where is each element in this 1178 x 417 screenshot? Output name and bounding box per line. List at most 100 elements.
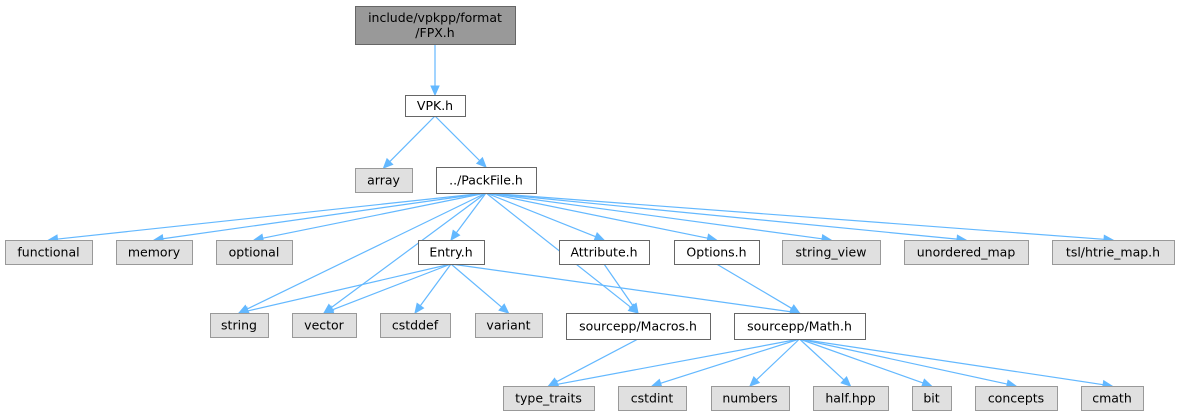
edge-line	[247, 263, 452, 312]
edge-line	[660, 338, 800, 384]
node-box	[503, 386, 595, 411]
node-box	[782, 240, 881, 265]
node-box	[1081, 386, 1144, 411]
node-label: type_traits	[515, 391, 582, 406]
node-box	[116, 240, 193, 265]
node-fpx[interactable]: include/vpkpp/format/FPX.h	[355, 6, 516, 45]
edge-line	[756, 338, 800, 381]
node-box	[904, 240, 1029, 265]
edge-fpx-to-vpk	[430, 44, 440, 97]
node-box	[711, 386, 790, 411]
node-bit: bit	[912, 386, 952, 411]
edge-arrowhead	[628, 302, 639, 315]
edge-attribute-to-macros	[603, 263, 639, 315]
edge-math-to-concepts	[799, 338, 1018, 389]
edge-vpk-to-packfile	[434, 115, 487, 168]
node-unordered_map: unordered_map	[904, 240, 1029, 265]
edge-arrowhead	[498, 303, 510, 314]
node-box	[292, 313, 357, 338]
node-optional: optional	[216, 240, 293, 265]
node-box	[355, 168, 413, 193]
node-box	[475, 313, 543, 338]
edge-line	[485, 192, 632, 308]
node-options[interactable]: Options.h	[674, 240, 760, 265]
node-label: numbers	[722, 391, 777, 406]
edge-packfile-to-string_view	[485, 192, 833, 244]
edge-entry-to-string	[237, 263, 452, 316]
edge-arrowhead	[840, 376, 852, 387]
node-label: functional	[17, 245, 79, 260]
edge-arrowhead	[593, 232, 606, 241]
node-array: array	[355, 168, 413, 193]
node-box	[618, 386, 687, 411]
edge-entry-to-variant	[450, 263, 510, 314]
node-label: sourcepp/Math.h	[747, 319, 852, 334]
dependency-edges	[47, 44, 1115, 390]
node-macros[interactable]: sourcepp/Macros.h	[566, 313, 711, 340]
node-htrie: tsl/htrie_map.h	[1052, 240, 1175, 265]
node-label: Attribute.h	[570, 245, 637, 260]
node-math[interactable]: sourcepp/Math.h	[734, 313, 866, 340]
node-entry[interactable]: Entry.h	[418, 240, 485, 265]
node-box	[975, 386, 1058, 411]
edge-math-to-half	[799, 338, 852, 387]
edge-line	[799, 338, 845, 381]
edge-packfile-to-functional	[47, 192, 487, 244]
node-box	[418, 240, 485, 265]
node-string_view: string_view	[782, 240, 881, 265]
node-box	[216, 240, 293, 265]
node-label: include/vpkpp/format	[368, 10, 502, 25]
edge-line	[799, 338, 924, 384]
node-box	[813, 386, 889, 411]
node-label: cstddef	[392, 318, 439, 333]
node-string: string	[210, 313, 269, 338]
node-label: cstdint	[631, 391, 674, 406]
edge-arrowhead	[475, 156, 487, 168]
node-box	[210, 313, 269, 338]
node-functional: functional	[5, 240, 93, 265]
edge-arrowhead	[450, 229, 461, 241]
node-concepts: concepts	[975, 386, 1058, 411]
node-cmath: cmath	[1081, 386, 1144, 411]
edge-entry-to-cstddef	[414, 263, 452, 314]
edge-arrowhead	[382, 157, 394, 169]
edge-line	[246, 192, 487, 310]
node-cstddef: cstddef	[380, 313, 451, 338]
edge-options-to-math	[716, 263, 801, 314]
edge-line	[330, 192, 487, 309]
node-label: unordered_map	[917, 245, 1016, 260]
edge-math-to-numbers	[749, 338, 800, 387]
edge-line	[485, 192, 708, 239]
node-variant: variant	[475, 313, 543, 338]
edge-line	[485, 192, 823, 240]
node-label: vector	[304, 318, 345, 333]
node-label: memory	[128, 245, 181, 260]
node-vpk[interactable]: VPK.h	[405, 95, 466, 117]
node-label: sourcepp/Macros.h	[579, 319, 697, 334]
node-box	[405, 95, 466, 117]
node-box	[5, 240, 93, 265]
node-label: /FPX.h	[415, 25, 454, 40]
node-label: string_view	[796, 245, 867, 260]
node-box	[1052, 240, 1175, 265]
edge-line	[332, 263, 452, 311]
edge-arrowhead	[430, 85, 440, 97]
edge-line	[262, 192, 487, 239]
node-box	[559, 240, 650, 265]
node-attribute[interactable]: Attribute.h	[559, 240, 650, 265]
edge-arrowhead	[749, 376, 761, 387]
node-label: VPK.h	[417, 98, 453, 113]
edge-line	[485, 192, 958, 240]
edge-line	[434, 115, 481, 162]
node-label: half.hpp	[825, 391, 875, 406]
edge-line	[557, 338, 800, 385]
node-box	[436, 167, 537, 194]
node-vector: vector	[292, 313, 357, 338]
edge-line	[799, 338, 1104, 386]
node-label: Entry.h	[429, 245, 472, 260]
node-cstdint: cstdint	[618, 386, 687, 411]
edge-line	[450, 263, 503, 308]
node-packfile[interactable]: ../PackFile.h	[436, 167, 537, 194]
